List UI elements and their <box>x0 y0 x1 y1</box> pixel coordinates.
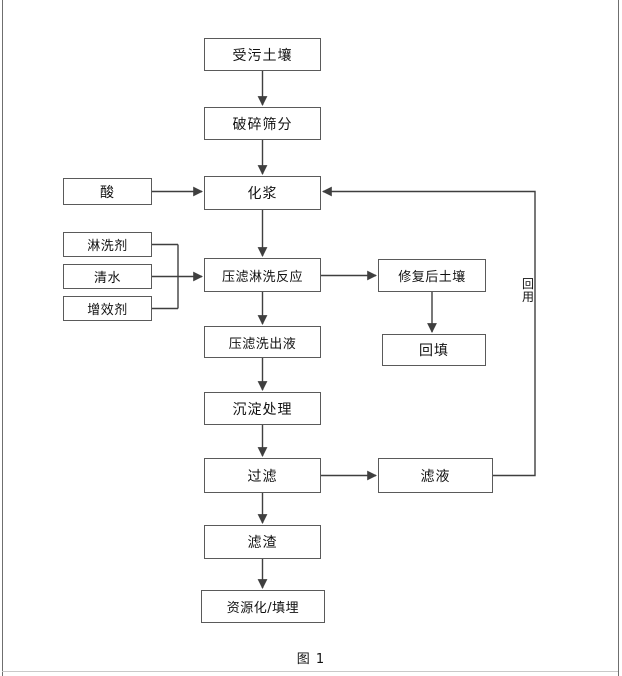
node-label: 过滤 <box>247 468 278 485</box>
node-press-eluate[interactable]: 压滤洗出液 <box>204 326 321 358</box>
node-label: 沉淀处理 <box>232 401 293 418</box>
node-resource-landfill[interactable]: 资源化/填埋 <box>201 590 325 623</box>
node-filtrate[interactable]: 滤液 <box>378 458 493 493</box>
node-label: 资源化/填埋 <box>226 601 300 616</box>
edge-label-recycle: 回 用 <box>521 278 535 303</box>
page-bottom-rule <box>2 671 618 672</box>
edge-label-char-1: 回 <box>521 277 534 291</box>
node-label: 破碎筛分 <box>232 116 293 133</box>
node-label: 修复后土壤 <box>398 270 466 285</box>
node-label: 压滤洗出液 <box>228 336 297 352</box>
node-clean-water[interactable]: 清水 <box>63 264 152 289</box>
node-crush-screen[interactable]: 破碎筛分 <box>204 107 321 140</box>
node-filter-residue[interactable]: 滤渣 <box>204 525 321 559</box>
page-right-rule <box>618 0 619 676</box>
node-backfill[interactable]: 回填 <box>382 334 486 366</box>
node-precipitation[interactable]: 沉淀处理 <box>204 392 321 425</box>
node-label: 增效剂 <box>87 303 128 318</box>
node-label: 清水 <box>93 271 121 286</box>
node-press-wash-reaction[interactable]: 压滤淋洗反应 <box>204 258 321 292</box>
node-label: 滤渣 <box>247 535 278 551</box>
node-contaminated-soil[interactable]: 受污土壤 <box>204 38 321 71</box>
figure-caption: 图 1 <box>296 652 326 667</box>
node-label: 淋洗剂 <box>87 239 128 254</box>
node-synergist[interactable]: 增效剂 <box>63 296 152 321</box>
node-acid[interactable]: 酸 <box>63 178 152 205</box>
node-label: 化浆 <box>247 186 278 202</box>
node-label: 酸 <box>100 184 115 201</box>
node-washing-agent[interactable]: 淋洗剂 <box>63 232 152 257</box>
node-filtration[interactable]: 过滤 <box>204 458 321 493</box>
node-label: 受污土壤 <box>232 47 293 64</box>
node-slurrying[interactable]: 化浆 <box>204 176 321 210</box>
node-label: 滤液 <box>420 468 451 485</box>
node-remediated-soil[interactable]: 修复后土壤 <box>378 259 486 292</box>
node-label: 回填 <box>419 343 449 359</box>
node-label: 压滤淋洗反应 <box>221 269 303 285</box>
page-left-rule <box>2 0 3 676</box>
edge-label-char-2: 用 <box>521 289 534 304</box>
